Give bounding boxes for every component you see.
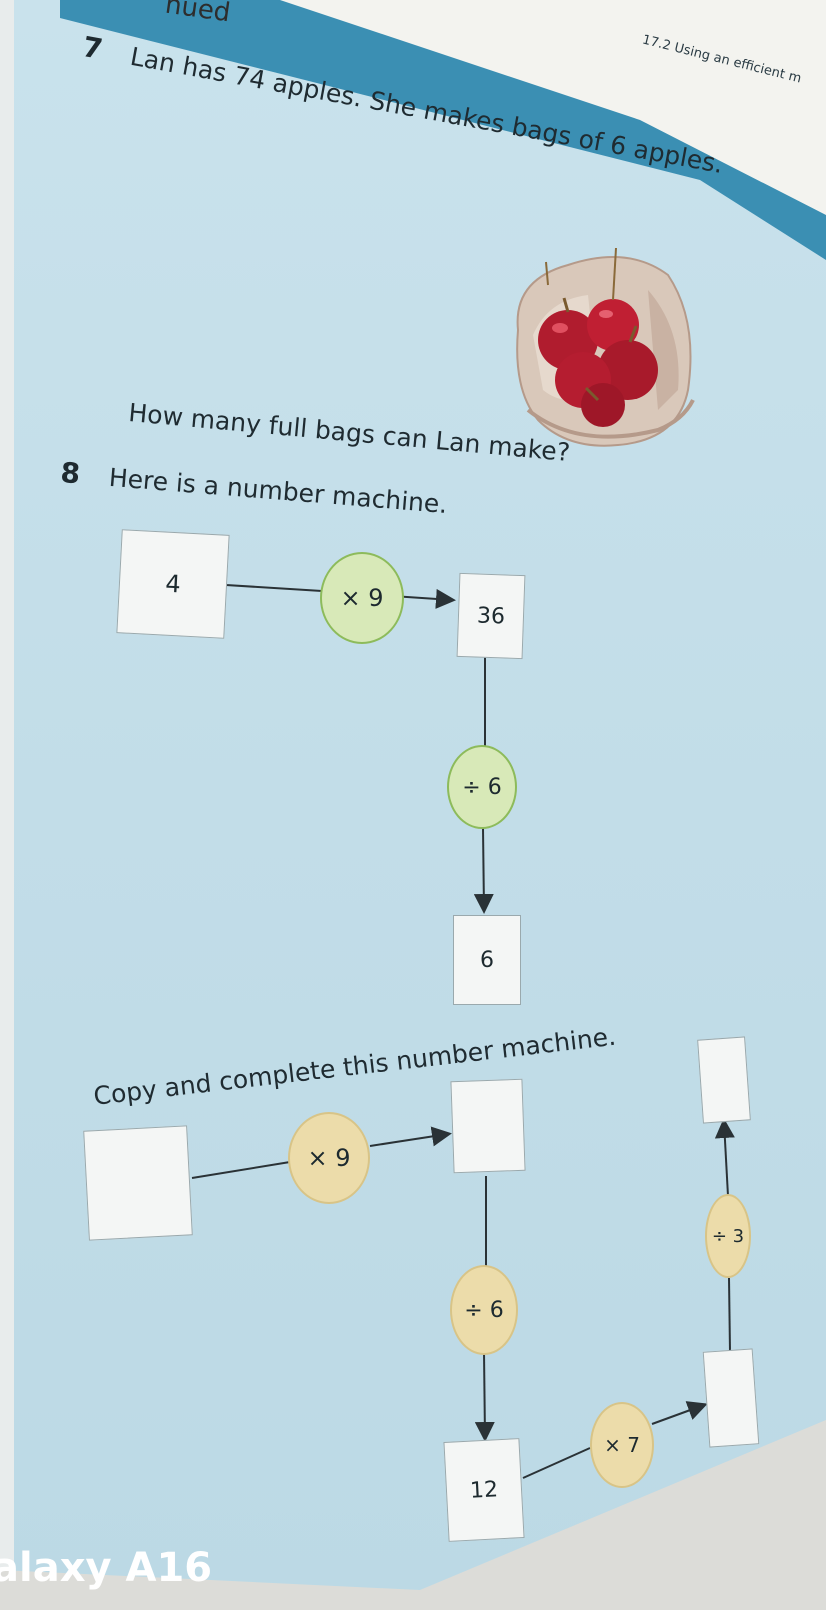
- machine-2-box-a[interactable]: [450, 1078, 526, 1174]
- device-label: alaxy A16: [0, 1545, 213, 1591]
- machine-1-middle-box: 36: [456, 572, 526, 660]
- machine-2-box-d[interactable]: [697, 1036, 751, 1124]
- machine-1-input-box: 4: [116, 529, 230, 639]
- machine-1-divide-operation: ÷ 6: [447, 745, 517, 829]
- machine-2-multiply-7-operation: × 7: [590, 1402, 654, 1488]
- machine-2-multiply-operation: × 9: [288, 1112, 370, 1204]
- machine-2-divide-3-operation: ÷ 3: [705, 1194, 751, 1278]
- apple-bag-image: [516, 247, 695, 447]
- machine-2-divide-operation: ÷ 6: [450, 1265, 518, 1355]
- machine-1-output-box: 6: [453, 915, 521, 1005]
- machine-2-input-box[interactable]: [83, 1125, 193, 1241]
- machine-2-box-c[interactable]: [702, 1348, 760, 1448]
- left-page-edge: [0, 0, 14, 1570]
- machine-1-multiply-operation: × 9: [320, 552, 404, 644]
- machine-2-box-b: 12: [443, 1438, 525, 1542]
